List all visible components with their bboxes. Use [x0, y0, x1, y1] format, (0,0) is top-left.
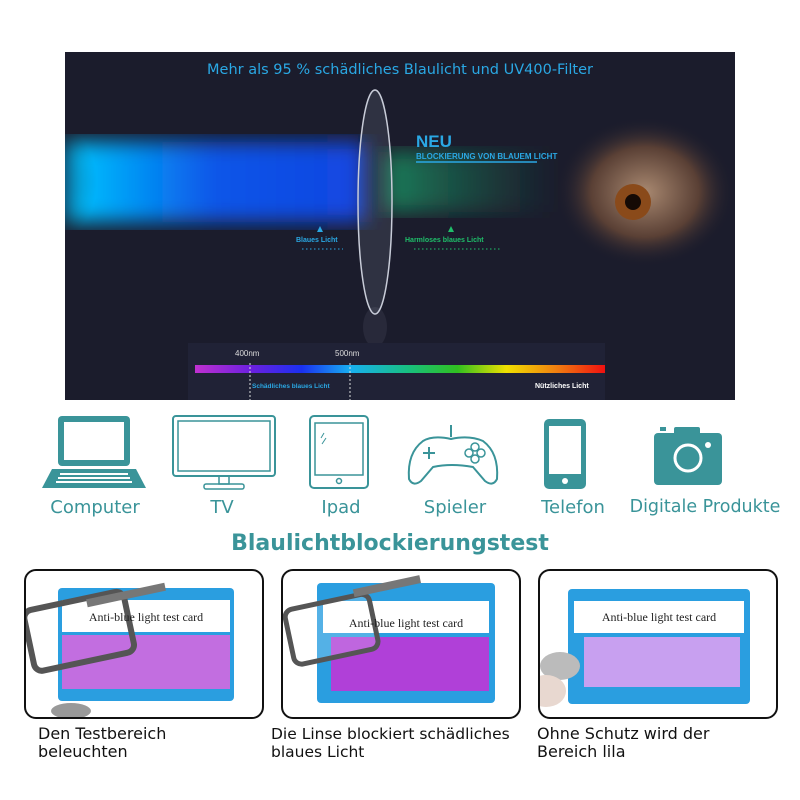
caption-no-protection: Ohne Schutz wird der Bereich lila [537, 725, 709, 761]
tablet-icon [309, 415, 369, 489]
card-text: Anti-blue light test card [349, 616, 463, 630]
green-marker-icon [448, 226, 454, 232]
lens-illustration [65, 89, 735, 400]
card-text: Anti-blue light test card [89, 610, 203, 624]
device-label-spieler: Spieler [423, 497, 487, 518]
caption-illuminate: Den Testbereich beleuchten [38, 725, 166, 761]
spectrum-bar [195, 365, 605, 373]
flashlight [540, 652, 580, 680]
harmful-light-label: Schädliches blaues Licht [252, 383, 330, 390]
tick-500nm: 500nm [335, 349, 360, 358]
test-card-lens-image: Anti-blue light test card [283, 575, 495, 703]
device-label-computer: Computer [50, 497, 140, 518]
caption-line: Den Testbereich [38, 724, 167, 743]
blue-light-label: Blaues Licht [296, 237, 338, 244]
glasses-frame [26, 588, 137, 674]
lens-reflection [363, 307, 387, 347]
device-label-tv: TV [210, 497, 234, 518]
banner-title: Mehr als 95 % schädliches Blaulicht und … [207, 62, 593, 78]
useful-light-label: Nützliches Licht [535, 383, 589, 390]
test-card-with-glasses-image: Anti-blue light test card [26, 582, 234, 717]
tv-icon [172, 415, 276, 490]
harmless-light-label: Harmloses blaues Licht [405, 237, 484, 244]
caption-line: Ohne Schutz wird der [537, 724, 710, 743]
test-panel-no-protection: Anti-blue light test card [538, 569, 778, 719]
light-source-glow [65, 102, 185, 262]
test-panel-illuminate: Anti-blue light test card [24, 569, 264, 719]
laptop-icon [42, 416, 146, 488]
caption-line: blaues Licht [271, 743, 365, 761]
caption-line: Die Linse blockiert schädliches [271, 725, 510, 743]
test-title: Blaulichtblockierungstest [231, 531, 549, 556]
device-label-ipad: Ipad [321, 497, 361, 518]
card-text: Anti-blue light test card [602, 610, 716, 624]
caption-lens-blocks: Die Linse blockiert schädliches blaues L… [271, 725, 510, 761]
hand [540, 675, 566, 707]
blue-light-banner: Mehr als 95 % schädliches Blaulicht und … [65, 52, 735, 400]
test-card-unprotected-image: Anti-blue light test card [540, 589, 750, 707]
device-label-digitale-produkte: Digitale Produkte [629, 497, 781, 517]
gamepad-icon [407, 425, 499, 485]
blue-marker-icon [317, 226, 323, 232]
flashlight [51, 703, 91, 717]
caption-line: beleuchten [38, 742, 128, 761]
lens [357, 89, 393, 315]
glasses-temple [352, 575, 422, 598]
new-label: NEU [416, 132, 452, 151]
glasses-frame [283, 591, 381, 667]
eye-pupil [625, 194, 641, 210]
device-label-telefon: Telefon [541, 497, 605, 518]
test-panel-lens-blocks: Anti-blue light test card [281, 569, 521, 719]
caption-line: Bereich lila [537, 742, 626, 761]
camera-icon [654, 427, 722, 485]
tick-400nm: 400nm [235, 349, 260, 358]
glasses-temple [86, 582, 166, 608]
banner-subtitle: BLOCKIERUNG VON BLAUEM LICHT [416, 152, 558, 161]
green-beam [385, 152, 555, 212]
phone-icon [544, 419, 586, 489]
